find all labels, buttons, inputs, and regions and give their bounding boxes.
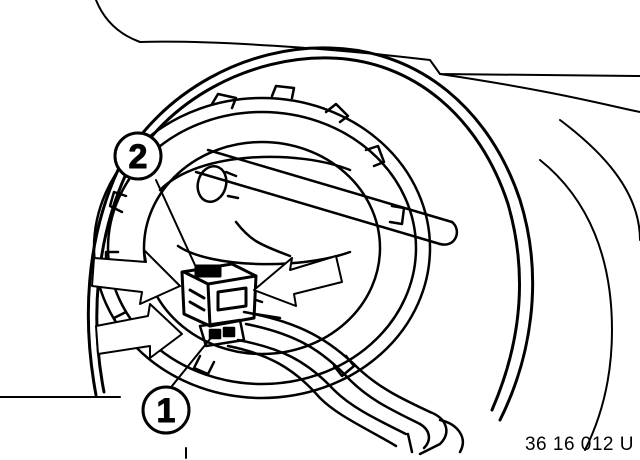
callout-2: 2 bbox=[113, 131, 163, 181]
pump-module bbox=[158, 148, 459, 266]
press-arrow-right bbox=[253, 255, 343, 307]
leader-lines bbox=[155, 179, 215, 387]
press-arrow-upper-left bbox=[91, 249, 181, 305]
figure-code: 36 16 012 U bbox=[524, 434, 634, 455]
access-opening bbox=[86, 46, 535, 422]
wiring-harness bbox=[226, 298, 465, 456]
callout-2-leader bbox=[155, 179, 201, 277]
callout-1-label: 1 bbox=[157, 392, 176, 430]
callout-2-label: 2 bbox=[129, 138, 148, 176]
connector-housing bbox=[180, 262, 258, 328]
callout-1-leader bbox=[171, 333, 215, 387]
callout-1: 1 bbox=[141, 385, 191, 435]
press-arrows bbox=[91, 249, 343, 359]
press-arrow-lower-left bbox=[95, 303, 183, 359]
